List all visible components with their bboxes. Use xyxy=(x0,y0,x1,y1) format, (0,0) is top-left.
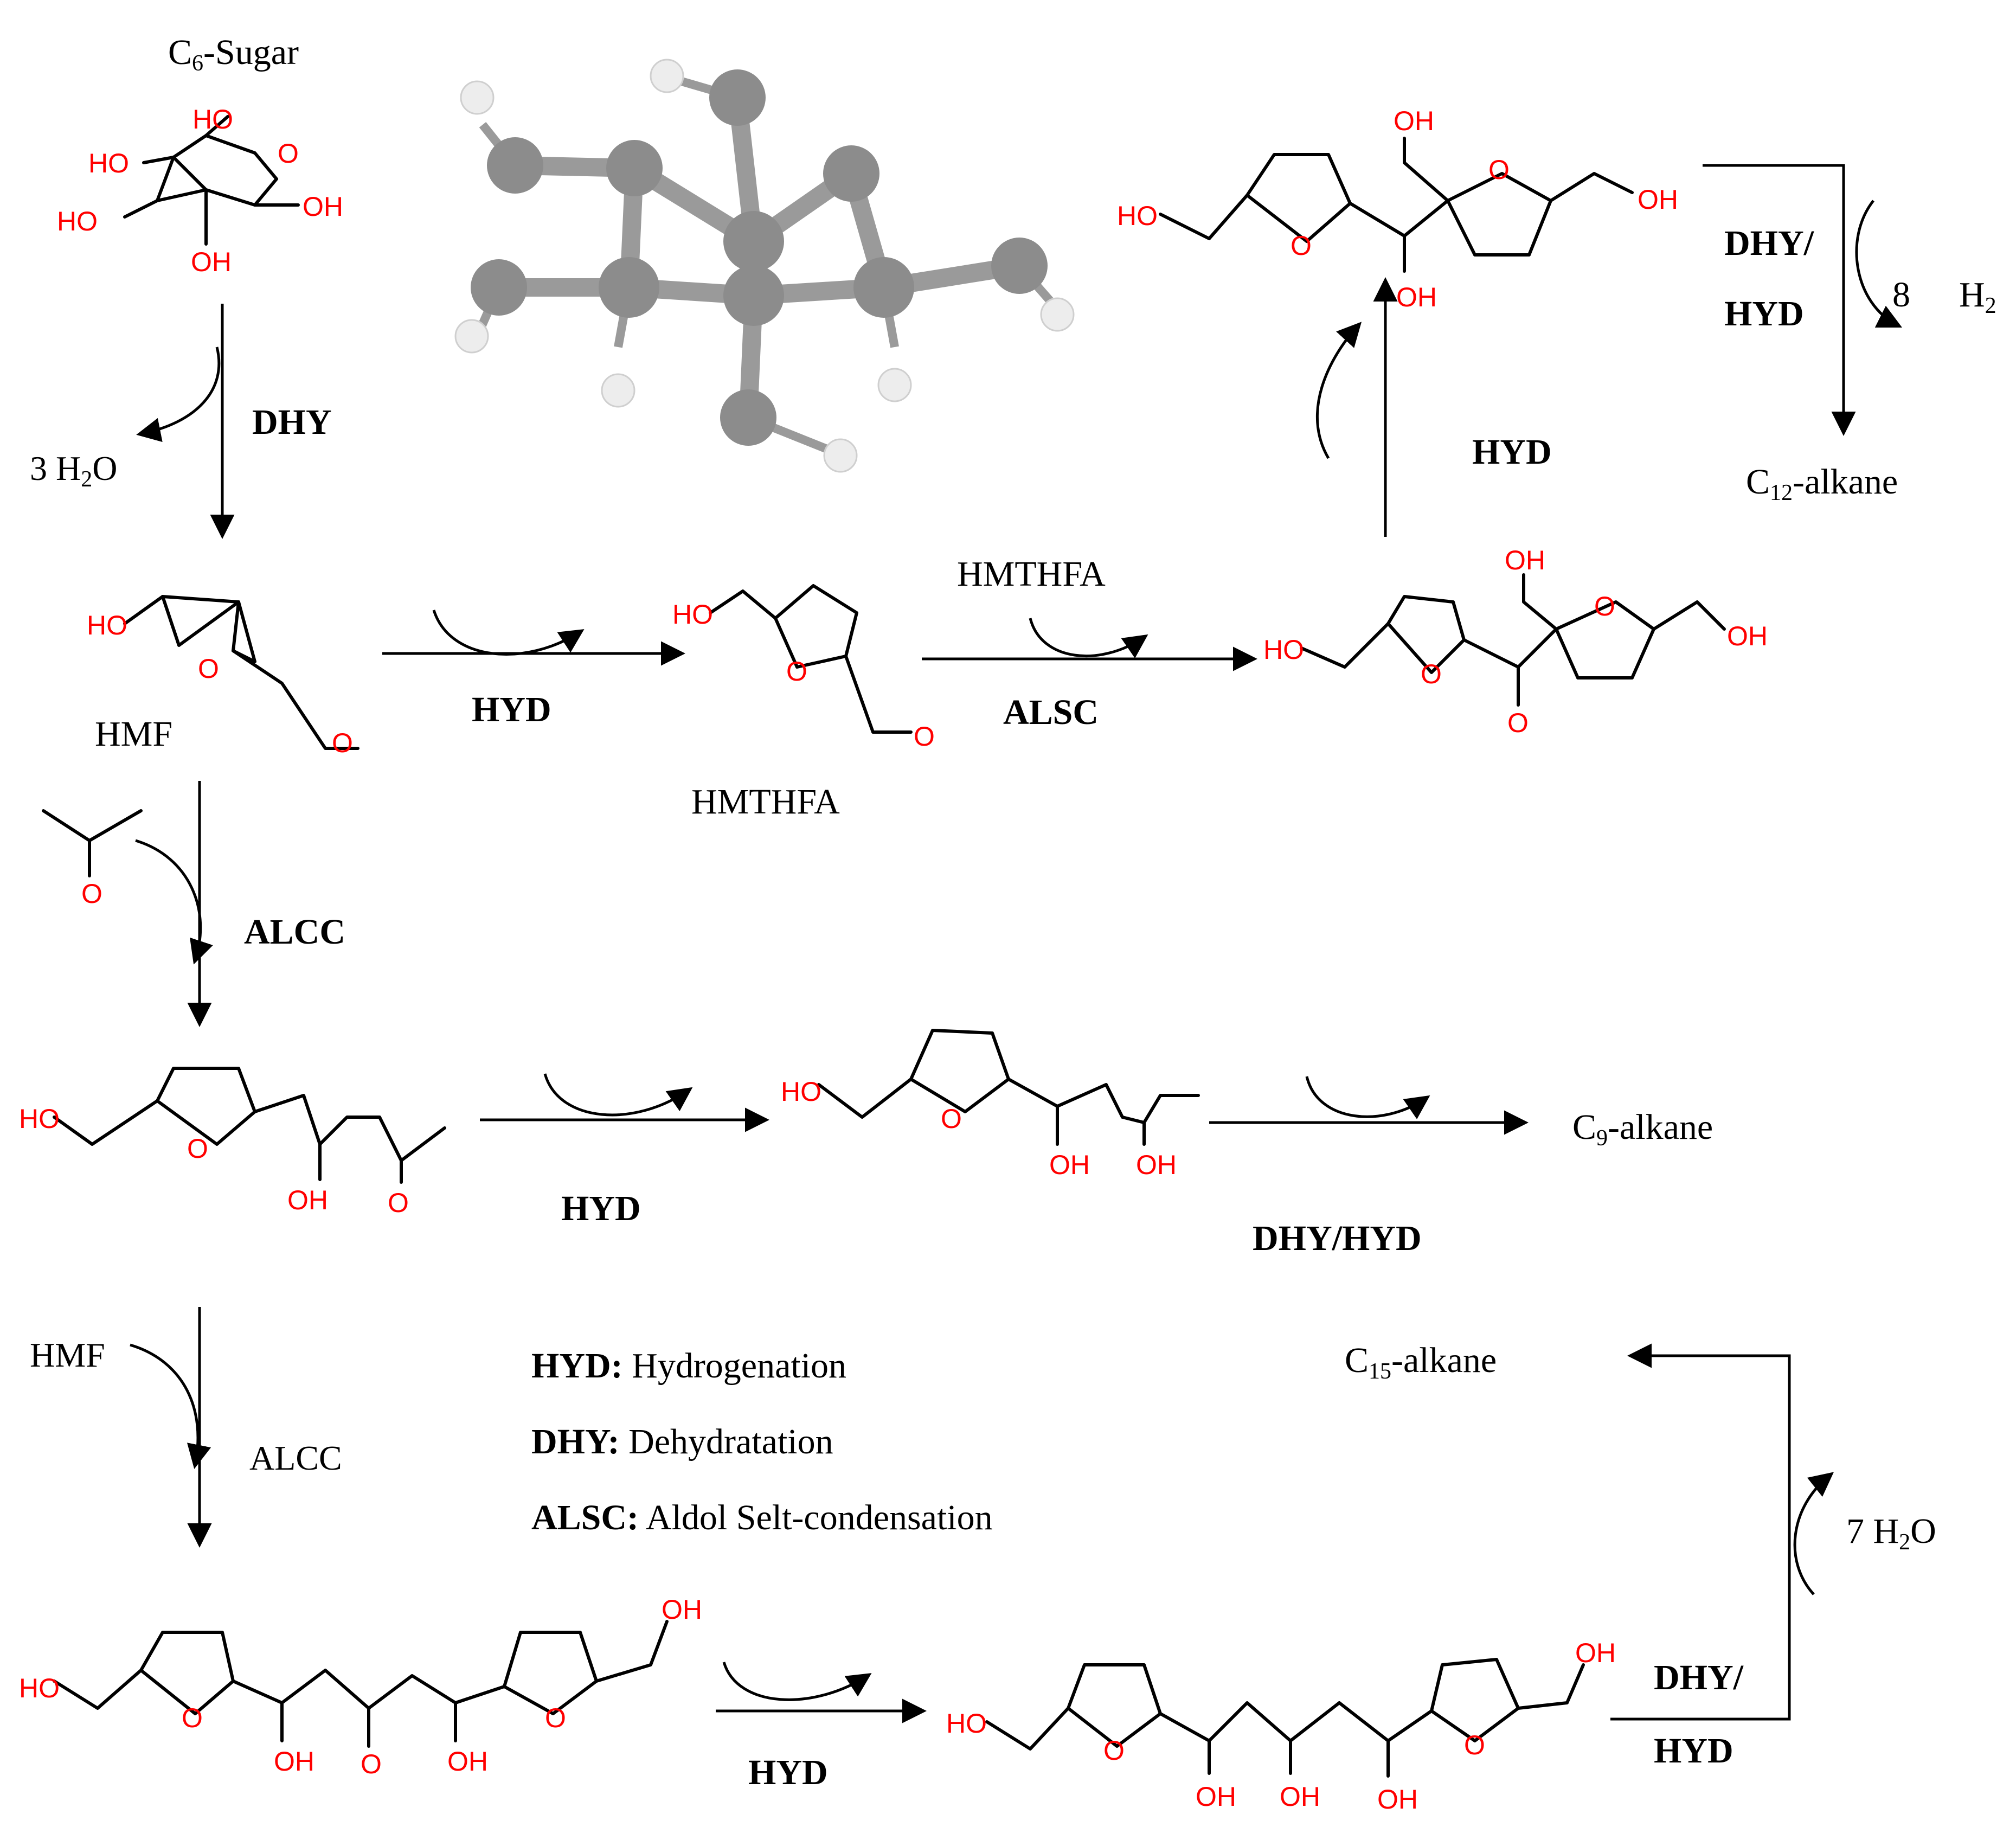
step-label: HYD xyxy=(1724,294,1804,334)
step-hyd-middle: HYD xyxy=(480,1073,769,1228)
step-label: HYD xyxy=(748,1753,828,1792)
oh-label: OH xyxy=(1575,1638,1616,1668)
step-hyd-up: HYD xyxy=(1315,277,1552,537)
oh-label: OH xyxy=(1638,184,1678,215)
oh-label: OH xyxy=(1280,1781,1320,1812)
alsc-product-structure: HO O O OH O OH xyxy=(1263,545,1768,738)
legend: HYD: Hydrogenation DHY: Dehydratation AL… xyxy=(531,1346,993,1537)
oh-label: HO xyxy=(1117,201,1158,231)
c12-alkane-label: C12-alkane xyxy=(1746,462,1898,505)
hmthfa-reagent-label: HMTHFA xyxy=(957,554,1106,594)
oh-label: OH xyxy=(1049,1150,1090,1180)
c15-alkane-label: C15-alkane xyxy=(1345,1341,1497,1384)
o-label: O xyxy=(1464,1730,1485,1760)
water-3-label: 3 H2O xyxy=(30,449,117,492)
step-hyd-bottom: HYD xyxy=(716,1662,927,1792)
o-label: O xyxy=(914,721,935,752)
step-dhy-sugar-to-hmf: 3 H2O DHY xyxy=(30,304,332,539)
legend-item: ALSC: Aldol Selt-condensation xyxy=(531,1498,993,1537)
oh-label: OH xyxy=(1196,1781,1236,1812)
c6-sugar-label: C6-Sugar xyxy=(168,33,299,76)
oh-label: OH xyxy=(303,191,343,222)
oh-label: OH xyxy=(1396,282,1437,312)
molecule-3d-model xyxy=(454,59,1075,473)
oh-label: HO xyxy=(672,599,713,630)
oh-label: HO xyxy=(19,1673,60,1703)
c15-precursor-structure: HO O OH OH OH O OH xyxy=(946,1638,1616,1815)
o-label: O xyxy=(332,728,353,758)
oh-label: OH xyxy=(274,1746,314,1777)
oh-label: OH xyxy=(1377,1784,1418,1815)
oh-label: OH xyxy=(287,1185,328,1215)
oh-label: OH xyxy=(191,247,232,277)
oh-label: HO xyxy=(781,1076,821,1107)
c6-sugar-structure: C6-Sugar HO HO O OH HO OH xyxy=(57,33,343,277)
o-label: O xyxy=(182,1703,203,1733)
step-label: DHY/HYD xyxy=(1253,1219,1422,1258)
oh-label: OH xyxy=(662,1594,702,1625)
step-label: DHY/ xyxy=(1724,223,1815,263)
o-label: O xyxy=(1507,708,1529,738)
hmf-label: HMF xyxy=(95,714,172,754)
o-label: O xyxy=(388,1188,409,1218)
o-label: O xyxy=(941,1104,962,1134)
step-label: DHY xyxy=(252,402,332,442)
oh-label: HO xyxy=(87,610,127,640)
alcc-adduct-structure: HO O OH O xyxy=(19,1067,446,1218)
oh-label: OH xyxy=(1394,106,1434,136)
step-hyd-hmf-to-hmthfa: HYD xyxy=(382,610,685,729)
water-7-label: 7 H2O xyxy=(1846,1511,1936,1555)
step-label: HYD xyxy=(1654,1731,1733,1771)
step-label: ALSC xyxy=(1003,693,1099,732)
o-label: O xyxy=(361,1749,382,1779)
oh-label: OH xyxy=(447,1746,488,1777)
o-label: O xyxy=(81,879,102,909)
oh-label: OH xyxy=(1727,621,1768,651)
hmthfa-structure: HO O O HMTHFA xyxy=(672,584,935,822)
oh-label: HO xyxy=(1263,634,1304,665)
legend-item: DHY: Dehydratation xyxy=(531,1422,833,1461)
step-label: DHY/ xyxy=(1654,1658,1744,1697)
o-label: O xyxy=(1488,155,1510,185)
oh-label: HO xyxy=(88,148,129,178)
step-alcc-2: HMF ALCC xyxy=(30,1307,342,1548)
step-label: ALCC xyxy=(244,912,345,952)
o-label: O xyxy=(545,1703,566,1733)
oh-label: HO xyxy=(946,1708,987,1739)
step-label: HYD xyxy=(1472,432,1552,472)
step-label: ALCC xyxy=(249,1439,342,1477)
hyd-middle-product-structure: HO O OH OH xyxy=(781,1029,1200,1180)
o-label: O xyxy=(786,656,807,687)
o-label: O xyxy=(187,1133,208,1164)
oh-label: HO xyxy=(192,104,233,134)
o-label: O xyxy=(1291,230,1312,261)
oh-label: OH xyxy=(1136,1150,1177,1180)
hmf-reagent-label: HMF xyxy=(30,1336,105,1374)
c12-precursor-structure: HO O OH OH O OH xyxy=(1117,106,1678,312)
c9-alkane-label: C9-alkane xyxy=(1572,1107,1713,1151)
o-label: O xyxy=(278,138,299,169)
legend-item: HYD: Hydrogenation xyxy=(531,1346,846,1386)
hmf-structure: HO O O HMF xyxy=(87,595,359,758)
hmthfa-label: HMTHFA xyxy=(691,782,840,822)
o-label: O xyxy=(1421,659,1442,689)
oh-label: OH xyxy=(1505,545,1545,575)
step-label: HYD xyxy=(561,1189,641,1228)
step-alcc-1: ALCC O xyxy=(42,781,345,1027)
bis-furan-ketone-structure: HO O OH O OH O OH xyxy=(19,1594,702,1779)
step-dhy-hyd-c9: DHY/HYD C9-alkane xyxy=(1209,1076,1713,1258)
oh-label: HO xyxy=(57,206,98,236)
step-label: HYD xyxy=(472,690,551,729)
step-alsc: HMTHFA ALSC xyxy=(922,554,1257,732)
oh-label: HO xyxy=(19,1104,60,1134)
o-label: O xyxy=(1594,591,1615,621)
o-label: O xyxy=(198,653,219,684)
o-label: O xyxy=(1103,1735,1125,1766)
